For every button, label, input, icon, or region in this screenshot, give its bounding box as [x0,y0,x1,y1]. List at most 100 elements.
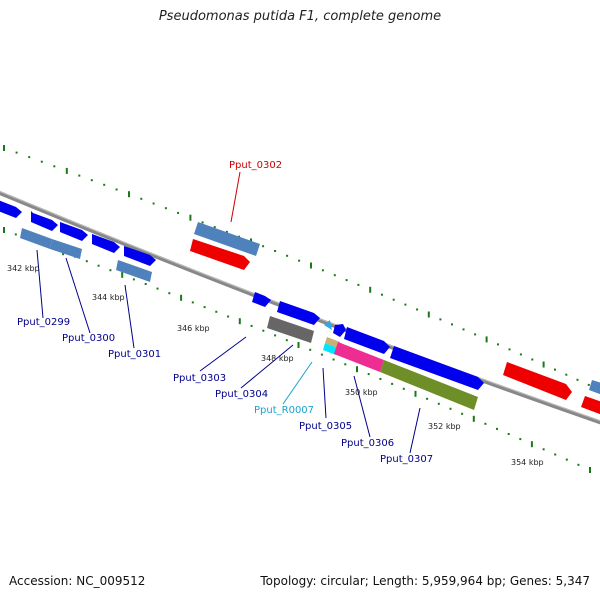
minor-tick [177,211,180,214]
minor-tick [286,254,289,257]
minor-tick [484,422,487,425]
gene-label-pput-0307[interactable]: Pput_0307 [380,454,433,465]
map-title: Pseudomonas putida F1, complete genome [158,9,442,24]
minor-tick [391,382,394,385]
gene-label-pput-0303[interactable]: Pput_0303 [173,373,226,384]
gene-pput-r0007-marker[interactable] [324,320,332,330]
gene-feature[interactable] [0,200,22,218]
gene-feature[interactable] [325,337,340,348]
minor-tick [103,183,106,186]
minor-tick [285,339,288,342]
minor-tick [109,269,112,272]
minor-tick [15,151,18,154]
minor-tick [519,353,522,356]
minor-tick [451,323,453,326]
minor-tick [274,250,277,252]
minor-tick [367,373,370,376]
gene-label-pput-0300[interactable]: Pput_0300 [62,333,115,344]
kbp-label: 348 kbp [261,354,294,363]
gene-label-pput-0301[interactable]: Pput_0301 [108,349,161,360]
gene-feature[interactable] [92,234,120,253]
minor-tick [262,245,265,248]
gene-feature[interactable] [277,301,320,325]
minor-tick [333,274,336,277]
gene-pput-0302[interactable] [190,239,250,270]
minor-tick [404,303,407,306]
major-tick [189,214,192,221]
minor-tick [78,174,81,177]
gene-label-pput-r0007[interactable]: Pput_R0007 [254,405,314,416]
gene-pput-0305[interactable] [334,342,384,372]
minor-tick [250,324,253,327]
minor-tick [97,264,100,267]
minor-tick [144,283,147,285]
minor-tick [191,301,194,304]
gene-pput-0304[interactable] [267,316,314,343]
major-tick [356,366,358,373]
major-tick [542,361,545,368]
minor-tick [298,259,301,262]
kbp-label: 354 kbp [511,458,544,467]
gene-feature[interactable] [31,211,58,231]
topology-text: Topology: circular; Length: 5,959,964 bp… [260,574,590,588]
minor-tick [554,368,556,371]
gene-feature[interactable] [581,396,600,416]
major-tick [297,342,300,348]
inner-tick-row [3,227,591,473]
gene-feature[interactable] [503,362,572,400]
gene-label-pput-0304[interactable]: Pput_0304 [215,389,268,400]
major-tick [310,262,312,269]
gene-pput-r0007[interactable] [323,343,338,355]
minor-tick [496,427,498,430]
minor-tick [402,387,405,390]
gene-feature[interactable] [60,222,88,241]
gene-feature[interactable] [333,324,346,337]
minor-tick [462,328,465,331]
minor-tick [565,373,568,376]
kbp-label: 350 kbp [345,388,378,397]
minor-tick [156,287,159,290]
gene-pput-0306[interactable] [380,360,478,410]
minor-tick [531,358,534,361]
outer-tick-row [3,145,600,393]
gene-label-pput-0302[interactable]: Pput_0302 [229,160,282,171]
minor-tick [439,318,442,321]
minor-tick [461,412,464,415]
minor-tick [519,438,522,441]
minor-tick [152,202,155,205]
gene-feature[interactable] [390,346,484,390]
gene-feature[interactable] [344,327,390,354]
gene-pput-0300[interactable] [50,239,82,259]
major-tick [589,467,591,473]
gene-feature[interactable] [194,222,260,256]
minor-tick [132,278,135,281]
minor-tick [416,308,419,311]
minor-tick [85,260,88,263]
minor-tick [227,315,230,318]
gene-label-pput-0299[interactable]: Pput_0299 [17,317,70,328]
gene-label-pput-0305[interactable]: Pput_0305 [299,421,352,432]
minor-tick [379,378,382,380]
gene-pput-0299[interactable] [20,228,52,249]
minor-tick [168,292,171,295]
major-tick [3,227,5,233]
gene-pput-0303[interactable] [252,292,271,307]
gene-label-pput-0306[interactable]: Pput_0306 [341,438,394,449]
minor-tick [507,433,510,435]
kbp-label: 352 kbp [428,422,461,431]
gene-pput-0301[interactable] [116,260,152,282]
gene-feature[interactable] [124,246,156,266]
minor-tick [426,397,429,400]
minor-tick [262,329,265,332]
minor-tick [332,358,335,361]
minor-tick [320,353,323,356]
minor-tick [215,310,218,313]
minor-tick [201,221,204,224]
minor-tick [565,458,568,461]
minor-tick [14,233,17,236]
gene-feature[interactable] [589,380,600,396]
minor-tick [344,363,347,366]
minor-tick [587,383,590,386]
minor-tick [508,348,511,351]
minor-tick [213,226,216,229]
